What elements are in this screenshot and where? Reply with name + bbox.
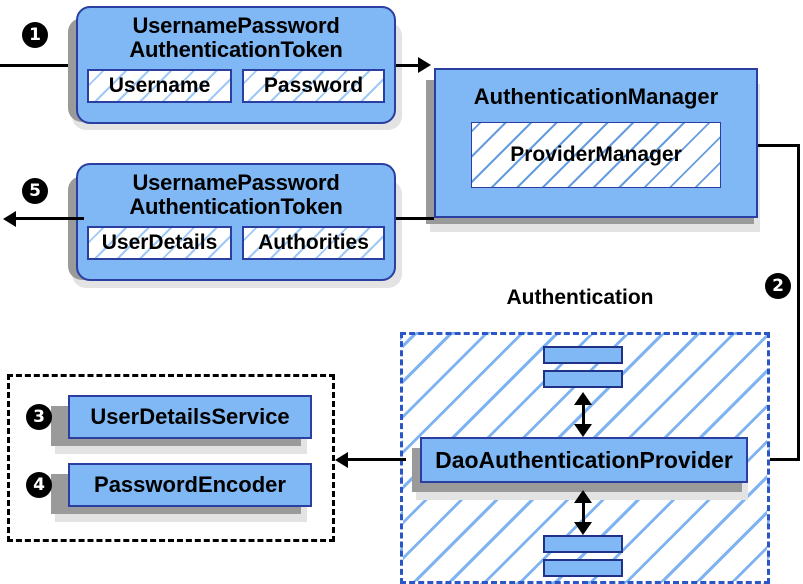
provider-manager-label: ProviderManager — [510, 143, 682, 166]
provider-placeholder-bottom-1 — [543, 535, 623, 553]
field-password[interactable]: Password — [242, 68, 385, 103]
request-token-title-line2: AuthenticationToken — [129, 36, 343, 62]
request-token-title-line1: UsernamePassword — [132, 13, 340, 38]
provider-placeholder-bottom-2 — [543, 559, 623, 577]
field-username[interactable]: Username — [87, 68, 232, 103]
marker-1-number: 1 — [29, 24, 41, 45]
field-userdetails-label: UserDetails — [101, 230, 218, 254]
provider-to-services-arrow — [335, 452, 348, 468]
response-token-title: UsernamePassword AuthenticationToken — [78, 171, 394, 219]
marker-3: 3 — [26, 404, 52, 430]
field-username-label: Username — [108, 73, 211, 97]
manager-to-provider-line-bottom — [768, 458, 800, 461]
request-token-title: UsernamePassword AuthenticationToken — [78, 14, 394, 62]
marker-2-number: 2 — [772, 275, 784, 296]
response-token-fields: UserDetails Authorities — [78, 225, 394, 260]
response-authentication-token-box[interactable]: UsernamePassword AuthenticationToken Use… — [76, 163, 396, 281]
token-to-manager-line — [396, 64, 420, 67]
marker-5-number: 5 — [29, 180, 41, 201]
marker-4-number: 4 — [33, 474, 45, 495]
userdetailsservice-box[interactable]: UserDetailsService — [68, 395, 312, 439]
field-userdetails[interactable]: UserDetails — [87, 225, 232, 260]
dao-authentication-provider-box[interactable]: DaoAuthenticationProvider — [420, 437, 748, 483]
manager-to-response-token-line — [396, 217, 434, 220]
request-token-fields: Username Password — [78, 68, 394, 103]
marker-1: 1 — [22, 22, 48, 48]
provider-link-line-top — [582, 396, 585, 428]
provider-placeholder-top-2 — [543, 370, 623, 388]
provider-link-arrow-up-bottom — [574, 490, 592, 503]
userdetailsservice-label: UserDetailsService — [90, 404, 290, 429]
provider-placeholder-top-1 — [543, 346, 623, 364]
incoming-request-line — [0, 64, 84, 67]
field-authorities[interactable]: Authorities — [242, 225, 385, 260]
dao-authentication-provider-label: DaoAuthenticationProvider — [435, 446, 733, 473]
authentication-manager-title: AuthenticationManager — [473, 84, 719, 109]
outgoing-response-arrow — [3, 211, 16, 227]
response-token-title-line1: UsernamePassword — [132, 170, 340, 195]
marker-4: 4 — [26, 472, 52, 498]
outgoing-response-line — [16, 217, 84, 220]
provider-link-arrow-down-top — [574, 424, 592, 437]
provider-link-line-bottom — [582, 494, 585, 526]
field-password-label: Password — [263, 73, 364, 97]
field-authorities-label: Authorities — [258, 230, 369, 254]
marker-2: 2 — [765, 273, 791, 299]
provider-manager-inner-box[interactable]: ProviderManager — [471, 122, 721, 188]
manager-to-provider-line-vertical — [797, 144, 800, 461]
provider-link-arrow-down-bottom — [574, 522, 592, 535]
providers-label-line1: Authentication — [506, 286, 654, 310]
response-token-title-line2: AuthenticationToken — [129, 193, 343, 219]
request-authentication-token-box[interactable]: UsernamePassword AuthenticationToken Use… — [76, 6, 396, 124]
marker-5: 5 — [22, 178, 48, 204]
marker-3-number: 3 — [33, 406, 45, 427]
manager-to-provider-line-top — [758, 144, 800, 147]
authentication-manager-box[interactable]: AuthenticationManager ProviderManager — [434, 68, 758, 218]
passwordencoder-label: PasswordEncoder — [94, 472, 286, 497]
token-to-manager-arrow — [418, 57, 431, 73]
provider-link-arrow-up-top — [574, 392, 592, 405]
provider-to-services-line — [348, 458, 406, 461]
passwordencoder-box[interactable]: PasswordEncoder — [68, 463, 312, 507]
